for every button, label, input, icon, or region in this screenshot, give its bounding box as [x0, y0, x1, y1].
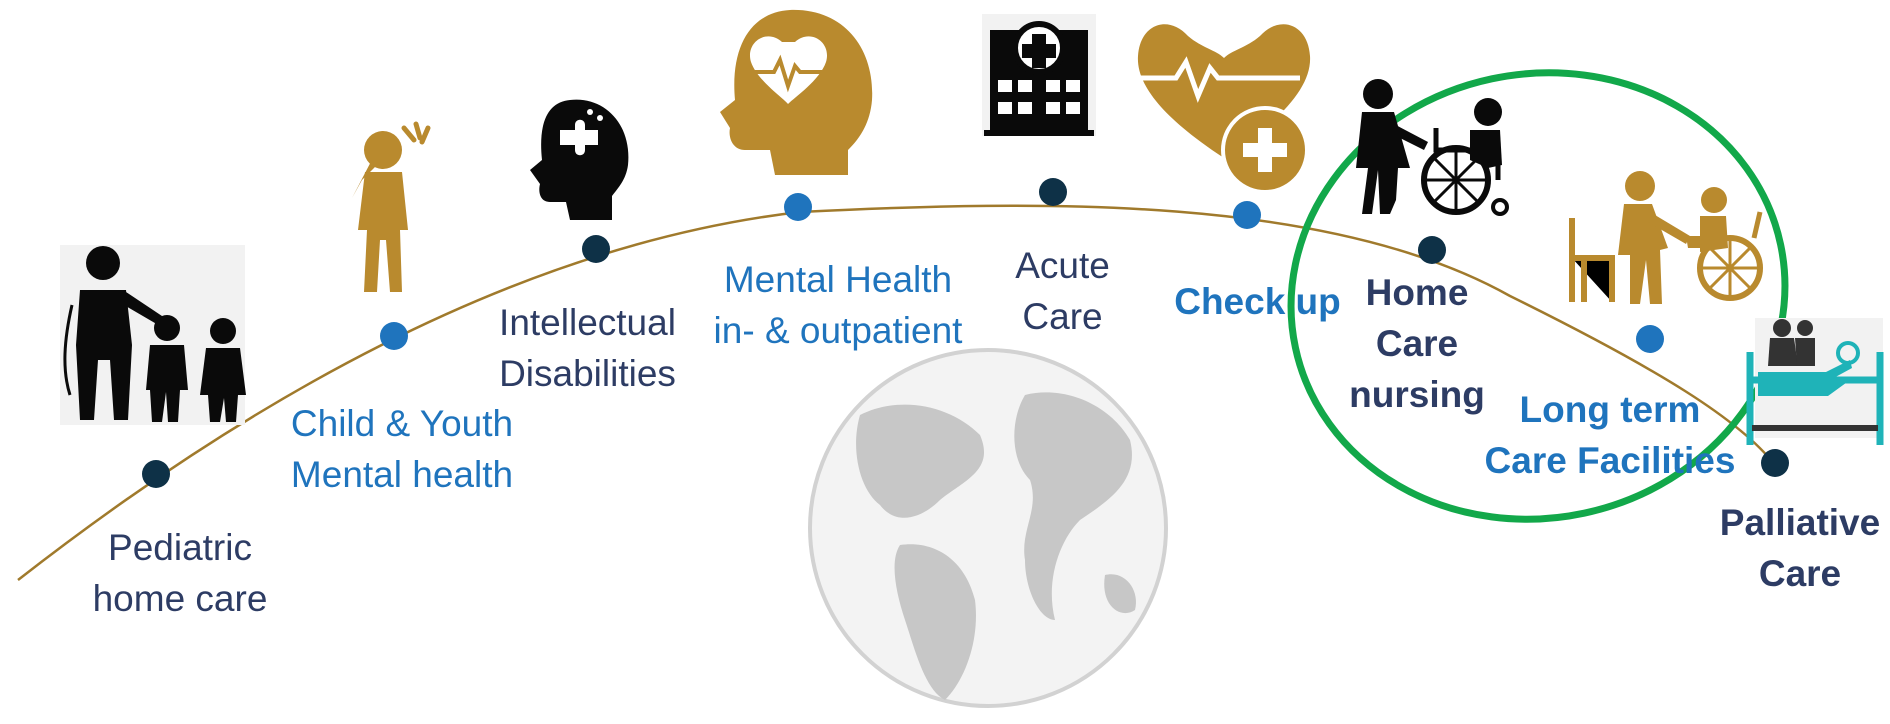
stage-dot-acute	[1039, 178, 1067, 206]
label-line: Check up	[1174, 281, 1341, 322]
distressed-child-icon	[352, 121, 431, 292]
label-line: Child & Youth	[290, 403, 514, 444]
label-line: Care	[1758, 553, 1842, 594]
stage-label-home-care: Home Care nursing	[1342, 267, 1492, 420]
globe-icon	[808, 348, 1168, 708]
label-line: Acute	[1015, 245, 1110, 286]
stage-label-acute: Acute Care	[990, 240, 1135, 342]
stage-dot-long-term	[1636, 325, 1664, 353]
caregiver-wheelchair-icon	[1356, 79, 1509, 216]
label-line: home care	[92, 578, 268, 619]
stage-label-pediatric: Pediatric home care	[60, 522, 300, 624]
stage-dot-child-youth	[380, 322, 408, 350]
stage-dot-intellectual	[582, 235, 610, 263]
stage-label-long-term: Long term Care Facilities	[1480, 384, 1740, 486]
heart-plus-icon	[1137, 24, 1311, 194]
stage-dot-mental-health	[784, 193, 812, 221]
label-line: Care Facilities	[1484, 440, 1736, 481]
label-line: Intellectual	[499, 302, 676, 343]
stage-label-intellectual: Intellectual Disabilities	[465, 297, 710, 399]
label-line: Disabilities	[499, 353, 676, 394]
stage-dot-home-care	[1418, 236, 1446, 264]
label-line: Pediatric	[108, 527, 252, 568]
label-line: Care	[1022, 296, 1103, 337]
stage-dot-pediatric	[142, 460, 170, 488]
label-line: Home	[1365, 272, 1469, 313]
highlight-ring	[1287, 69, 1789, 523]
head-puzzle-icon	[530, 99, 629, 220]
label-line: in- & outpatient	[713, 310, 963, 351]
doctor-with-children-icon	[60, 245, 246, 425]
label-line: Long term	[1519, 389, 1701, 430]
label-line: Mental Health	[723, 259, 953, 300]
stage-label-checkup: Check up	[1170, 276, 1345, 327]
label-line: Palliative	[1719, 502, 1881, 543]
stage-dot-checkup	[1233, 201, 1261, 229]
journey-curve	[17, 204, 1776, 581]
label-line: nursing	[1349, 374, 1485, 415]
patient-bed-icon	[1746, 318, 1884, 445]
stage-dot-palliative	[1761, 449, 1789, 477]
label-line: Care	[1375, 323, 1459, 364]
caregiver-feeding-icon	[1569, 171, 1763, 304]
head-heartbeat-icon	[720, 9, 873, 175]
stage-label-mental-health: Mental Health in- & outpatient	[693, 254, 983, 356]
hospital-building-icon	[982, 14, 1096, 136]
stage-label-palliative: Palliative Care	[1710, 497, 1890, 599]
label-line: Mental health	[290, 454, 514, 495]
stage-label-child-youth: Child & Youth Mental health	[262, 398, 542, 500]
